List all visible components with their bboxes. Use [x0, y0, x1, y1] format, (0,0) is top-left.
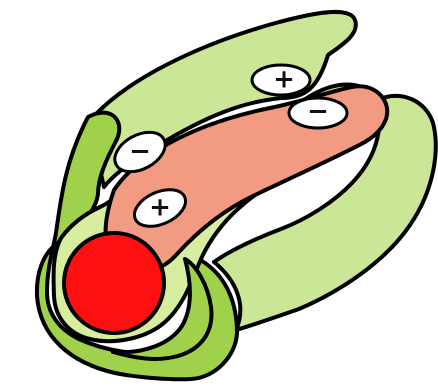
svg-text:−: − [307, 97, 329, 127]
svg-text:−: − [129, 137, 151, 167]
svg-text:+: + [149, 193, 171, 223]
charge-plus-top: + [252, 65, 310, 96]
red-core-circle [64, 233, 164, 333]
svg-text:+: + [273, 65, 295, 95]
charge-minus-right: − [289, 97, 347, 129]
